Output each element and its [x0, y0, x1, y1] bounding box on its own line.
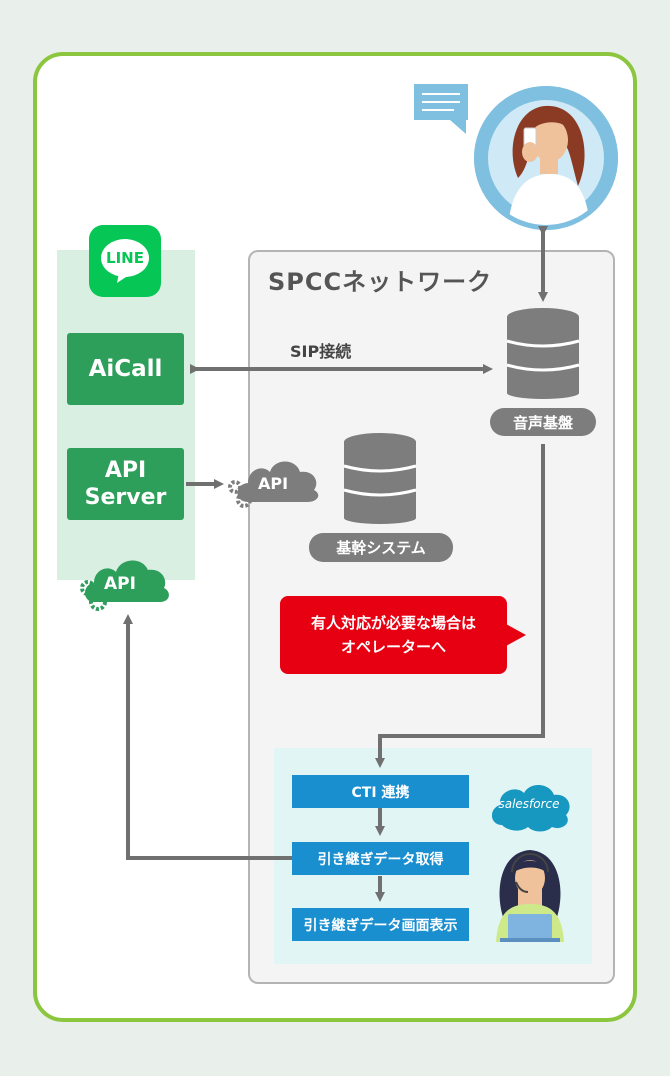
flow-step-cti: CTI 連携 [292, 775, 469, 808]
aicall-box: AiCall [67, 333, 184, 405]
operator-note-line1: 有人対応が必要な場合は [310, 614, 476, 632]
database-icon [342, 432, 418, 528]
flow-step-fetch-data: 引き継ぎデータ取得 [292, 842, 469, 875]
api-server-line1: API [104, 458, 147, 483]
cloud-icon [85, 560, 169, 602]
salesforce-logo: salesforce [486, 775, 572, 835]
api-cloud-left: API [76, 548, 174, 614]
cloud-icon [237, 461, 319, 502]
operator-avatar-icon [490, 842, 570, 946]
core-system-label: 基幹システム [309, 533, 453, 562]
api-server-line2: Server [84, 485, 167, 510]
voice-to-cti-arrow [375, 444, 545, 768]
note-pointer [506, 624, 528, 650]
line-bubble-icon [101, 239, 149, 283]
api-cloud-mid: API [228, 450, 320, 514]
line-logo: LINE [89, 225, 161, 297]
operator-handoff-note: 有人対応が必要な場合は オペレーターへ [280, 596, 507, 674]
line-logo-text: LINE [106, 249, 144, 267]
left-panel [57, 250, 195, 580]
operator-note-line2: オペレーターへ [340, 638, 446, 656]
api-server-box: API Server [67, 448, 184, 520]
spcc-network-title: SPCCネットワーク [268, 268, 493, 296]
database-icon [505, 307, 581, 403]
flow-step-display-data: 引き継ぎデータ画面表示 [292, 908, 469, 941]
api-cloud-left-label: API [104, 574, 136, 594]
sip-connection-label: SIP接続 [290, 342, 352, 361]
salesforce-text: salesforce [498, 797, 560, 811]
api-cloud-mid-label: API [258, 474, 289, 493]
gear-icon [78, 578, 110, 616]
fetch-to-api-arrow [123, 614, 292, 860]
gear-icon [226, 478, 256, 514]
speech-bubble-icon [414, 84, 470, 140]
voice-base-label: 音声基盤 [490, 408, 596, 436]
